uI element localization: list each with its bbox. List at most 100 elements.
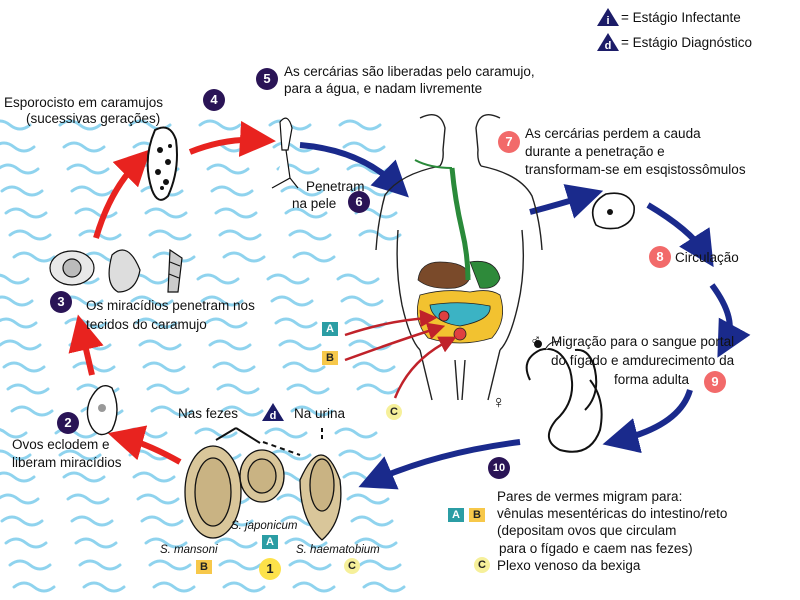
water-wave [0, 339, 42, 351]
legend-infective-symbol: i [596, 7, 620, 27]
step-9-line3: forma adulta [614, 372, 690, 387]
water-wave [146, 383, 190, 395]
water-wave [4, 537, 48, 549]
water-wave [204, 317, 248, 329]
step-10-line5: Plexo venoso da bexiga [497, 558, 641, 573]
water-wave [338, 119, 382, 131]
key-C-egg: C [344, 558, 360, 574]
water-wave [72, 361, 116, 373]
water-wave [0, 471, 36, 483]
water-wave [278, 339, 322, 351]
water-wave [134, 317, 178, 329]
water-wave [356, 383, 400, 395]
water-wave [340, 295, 384, 307]
step-7-badge: 7 [498, 131, 520, 153]
water-wave [214, 537, 258, 549]
step-4-line1: Esporocisto em caramujos [4, 95, 164, 110]
step-1-badge: 1 [259, 558, 281, 580]
water-wave [12, 581, 56, 593]
sporocyst-icon [146, 126, 178, 201]
water-wave [210, 185, 254, 197]
water-wave [292, 581, 336, 593]
water-wave [0, 273, 30, 285]
water-wave [268, 449, 312, 461]
svg-text:d: d [270, 410, 277, 422]
urine-label: Na urina [294, 406, 346, 421]
step-2-badge: 2 [57, 412, 79, 434]
water-wave [0, 449, 32, 461]
arrow-key-C [393, 336, 457, 399]
step-10-line2: vênulas mesentéricas do intestino/reto [497, 506, 728, 521]
arrow-snail-to-sporocyst [93, 149, 151, 239]
snail-icon [49, 248, 183, 293]
male-symbol-icon: ♂ [530, 332, 542, 349]
mansoni-label: S. mansoni [160, 544, 218, 556]
arrow-cercaria-to-skin [299, 142, 409, 198]
svg-text:i: i [606, 15, 609, 27]
water-wave [350, 515, 394, 527]
water-wave [138, 339, 182, 351]
portal-vein [449, 167, 471, 281]
water-wave [264, 427, 308, 439]
arrow-key-A [344, 309, 438, 337]
water-wave [336, 273, 380, 285]
water-wave [272, 141, 316, 153]
svg-text:d: d [605, 40, 612, 52]
japonicum-label: S. japonicum [231, 520, 298, 532]
water-wave [0, 119, 32, 131]
key-A-step10: A [448, 508, 464, 522]
key-C-step10: C [474, 557, 490, 573]
water-wave [0, 141, 36, 153]
water-wave [206, 163, 250, 175]
arrow-sporocyst-to-cercaria [188, 120, 276, 157]
water-wave [144, 207, 188, 219]
water-wave [286, 383, 330, 395]
water-wave [194, 427, 238, 439]
schistosomulum-icon [591, 192, 635, 230]
water-wave [352, 361, 396, 373]
water-wave [66, 493, 110, 505]
arrow-skin-to-schistosomulum [529, 184, 604, 219]
water-wave [136, 493, 180, 505]
water-wave [274, 317, 318, 329]
step-2-line2: liberam miracídios [12, 455, 122, 470]
water-wave [362, 581, 406, 593]
step-3-line1: Os miracídios penetram nos [86, 298, 255, 313]
step-4-line2: (sucessivas gerações) [26, 111, 161, 126]
water-wave [0, 185, 44, 197]
arrow-liver-to-adults [602, 389, 693, 454]
water-wave [292, 251, 336, 263]
water-wave [148, 229, 192, 241]
water-wave [282, 361, 326, 373]
water-wave [220, 405, 264, 417]
water-wave [62, 471, 106, 483]
water-wave [148, 559, 192, 571]
water-wave [2, 361, 46, 373]
water-wave [74, 207, 118, 219]
water-wave [58, 449, 102, 461]
step-10-line1: Pares de vermes migram para: [497, 489, 683, 504]
key-B-egg: B [196, 560, 212, 574]
egg-icon [184, 445, 342, 541]
water-wave [354, 537, 398, 549]
water-wave [342, 141, 386, 153]
water-wave [132, 471, 176, 483]
cercaria-icon [271, 117, 299, 189]
water-wave [358, 559, 402, 571]
water-wave [142, 361, 186, 373]
arrow-key-B [344, 322, 446, 362]
water-wave [82, 581, 126, 593]
water-wave [150, 405, 194, 417]
water-wave [200, 295, 244, 307]
arrow-egg-to-miracidium [107, 425, 182, 465]
legend-infective-label: = Estágio Infectante [621, 10, 741, 25]
step-5-line2: para a água, e nadam livremente [284, 81, 483, 96]
water-wave [0, 493, 40, 505]
step-6-line1: Penetram [306, 179, 365, 194]
water-wave [222, 581, 266, 593]
step-3-line2: tecidos do caramujo [86, 317, 207, 332]
water-wave [70, 185, 114, 197]
water-wave [196, 273, 240, 285]
